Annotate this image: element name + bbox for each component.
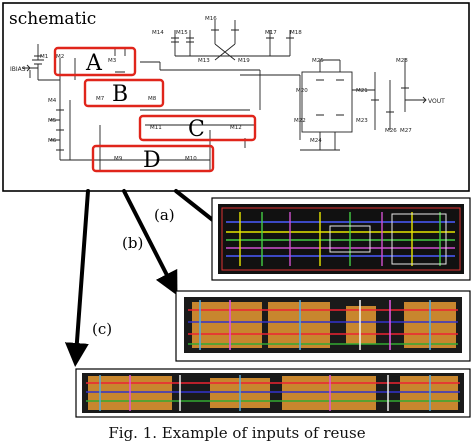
block-a: A: [53, 46, 137, 77]
transistor-label: M9: [114, 156, 123, 162]
schematic-title: schematic: [9, 9, 96, 29]
transistor-label: M26: [385, 128, 397, 134]
transistor-label: M16: [205, 16, 217, 22]
transistor-label: M12: [230, 125, 242, 131]
layout-b-panel: [175, 290, 471, 362]
transistor-label: M6: [48, 138, 57, 144]
block-b: B: [83, 78, 165, 108]
block-b-label: B: [112, 82, 128, 107]
schematic-panel: schematic: [2, 2, 470, 192]
transistor-label: M23: [356, 118, 368, 124]
arrow-c: [64, 189, 90, 367]
transistor-label: M22: [294, 118, 306, 124]
transistor-label: M21: [356, 88, 368, 94]
pin-label-ibias: IBIAS: [10, 66, 26, 73]
transistor-label: M14: [152, 30, 164, 36]
transistor-label: M25: [312, 58, 324, 64]
transistor-label: M18: [290, 30, 302, 36]
transistor-label: M28: [396, 58, 408, 64]
transistor-label: M3: [108, 58, 117, 64]
block-d-label: D: [143, 148, 161, 173]
transistor-label: M11: [150, 125, 162, 131]
layout-c-panel: [75, 368, 471, 418]
circuit-wiring: [22, 20, 425, 170]
transistor-label: M27: [400, 128, 412, 134]
transistor-label: M19: [238, 58, 250, 64]
transistor-label: M5: [48, 118, 57, 124]
arrow-b: [122, 189, 178, 296]
transistor-label: M10: [185, 156, 197, 162]
transistor-label: M1: [40, 54, 48, 60]
block-c: C: [138, 114, 257, 142]
arrow-a-label: (a): [154, 206, 175, 224]
layout-a-panel: [211, 197, 471, 281]
transistor-label: M4: [48, 98, 57, 104]
transistor-label: M7: [96, 96, 105, 102]
arrow-b-label: (b): [122, 234, 143, 252]
transistor-label: M15: [176, 30, 188, 36]
transistor-label: M8: [148, 96, 157, 102]
transistor-label: M20: [296, 88, 308, 94]
block-d: D: [91, 144, 215, 173]
transistor-label: M2: [56, 54, 64, 60]
arrow-c-label: (c): [92, 320, 112, 338]
figure-caption: Fig. 1. Example of inputs of reuse: [108, 424, 366, 442]
block-a-label: A: [85, 51, 103, 76]
transistor-symbols: [34, 29, 409, 151]
transistor-label: M17: [265, 30, 277, 36]
pin-arrow-icon: [24, 64, 31, 72]
block-c-label: C: [188, 117, 205, 142]
pin-arrow-icon: [418, 96, 427, 104]
transistor-label-group: M1 M2 M3 M4 M5 M6 M7 M8 M9 M10 M11 M12 M…: [40, 16, 412, 162]
pin-label-vout: VOUT: [428, 98, 445, 105]
transistor-label: M24: [310, 138, 322, 144]
transistor-label: M13: [198, 58, 210, 64]
